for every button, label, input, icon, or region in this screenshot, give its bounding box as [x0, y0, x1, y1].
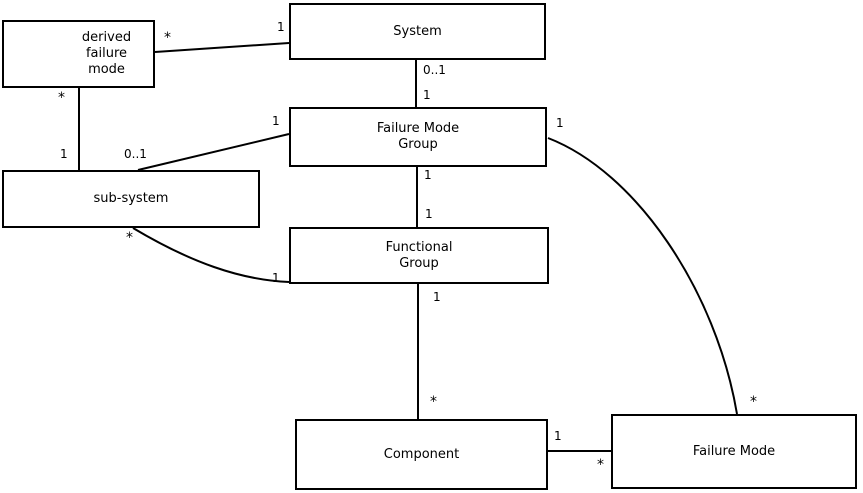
multiplicity-sub-system-diagonal: 0..1 — [124, 147, 147, 161]
multiplicity-derived-failure-mode-system: * — [164, 30, 171, 46]
multiplicity-failure-mode-left: * — [597, 457, 604, 473]
class-name-sub-system: sub-system — [93, 191, 169, 206]
class-name-functional-group: Functional Group — [385, 239, 453, 271]
multiplicity-failure-mode-group-down: 1 — [424, 168, 432, 182]
class-box-failure-mode[interactable]: Failure Mode — [611, 414, 857, 489]
class-name-system: System — [393, 23, 442, 39]
class-name-derived-failure-mode: derived failure mode — [81, 30, 132, 77]
multiplicity-functional-group-left: 1 — [272, 271, 280, 285]
multiplicity-functional-group-down: 1 — [433, 290, 441, 304]
class-box-system[interactable]: System — [289, 3, 546, 60]
class-box-component[interactable]: Component — [295, 419, 548, 490]
multiplicity-failure-mode-group-up: 1 — [423, 88, 431, 102]
multiplicity-system-down: 0..1 — [423, 63, 446, 77]
multiplicity-failure-mode-group-left: 1 — [272, 114, 280, 128]
multiplicity-sub-system-down: * — [126, 230, 133, 246]
multiplicity-derived-failure-mode-down: * — [58, 90, 65, 106]
multiplicity-functional-group-up: 1 — [425, 207, 433, 221]
class-name-failure-mode-group: Failure Mode Group — [376, 121, 460, 152]
multiplicity-component-up: * — [430, 394, 437, 410]
multiplicity-failure-mode-up: * — [750, 394, 757, 410]
association-derived-failure-mode-system — [154, 42, 290, 53]
class-box-derived-failure-mode[interactable]: derived failure mode — [2, 20, 155, 88]
multiplicity-failure-mode-group-right: 1 — [556, 116, 564, 130]
multiplicity-sub-system-up: 1 — [60, 147, 68, 161]
association-failure-mode-group-failure-mode — [547, 137, 738, 415]
association-sub-system-functional-group — [132, 227, 290, 283]
class-name-failure-mode: Failure Mode — [692, 443, 776, 459]
class-box-sub-system[interactable]: sub-system — [2, 170, 260, 228]
multiplicity-system-left: 1 — [277, 20, 285, 34]
multiplicity-component-right: 1 — [554, 429, 562, 443]
class-name-component: Component — [383, 446, 460, 462]
class-box-functional-group[interactable]: Functional Group — [289, 227, 549, 284]
association-sub-system-failure-mode-group — [137, 133, 290, 171]
class-box-failure-mode-group[interactable]: Failure Mode Group — [289, 107, 547, 167]
